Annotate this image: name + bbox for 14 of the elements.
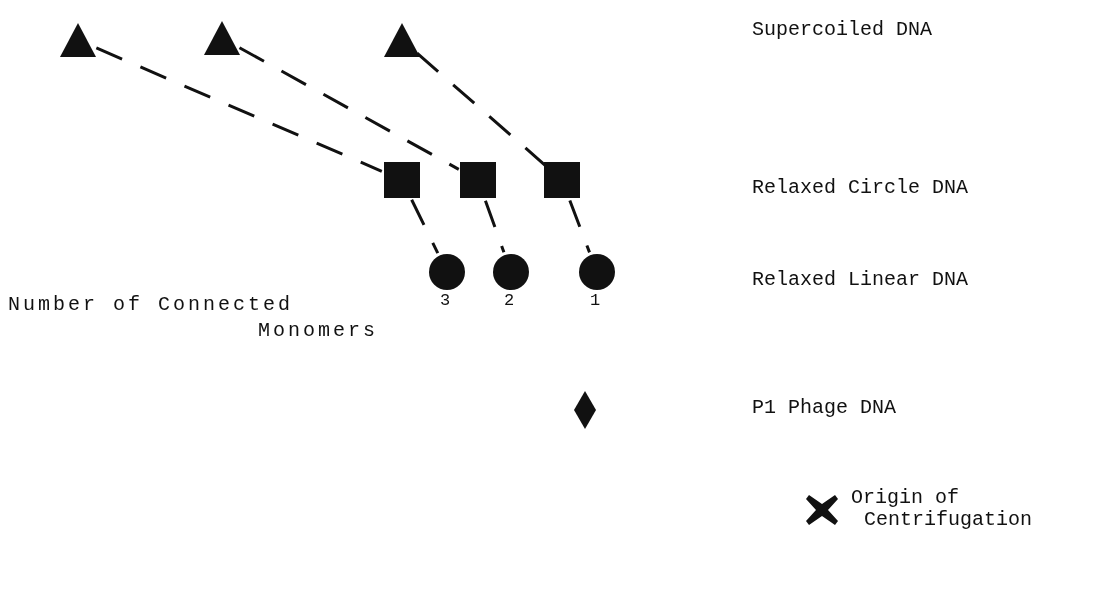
monomer-count: 1 [590,291,601,310]
dashed-connector [95,46,383,173]
row-label: P1 Phage DNA [752,396,897,419]
dashed-connector [568,200,591,253]
monomer-count: 2 [504,291,515,310]
row-label: Supercoiled DNA [752,18,933,41]
row-label: Number of Connected Monomers [8,292,378,344]
monomer-count: 3 [440,291,451,310]
marker-label: Origin of Centrifugation [851,487,1034,531]
dashed-connector [410,199,440,254]
row-label: Relaxed Circle DNA [752,176,969,199]
dashed-connector [484,200,506,253]
dashed-connector [238,46,460,171]
row-label: Relaxed Linear DNA [752,268,969,291]
